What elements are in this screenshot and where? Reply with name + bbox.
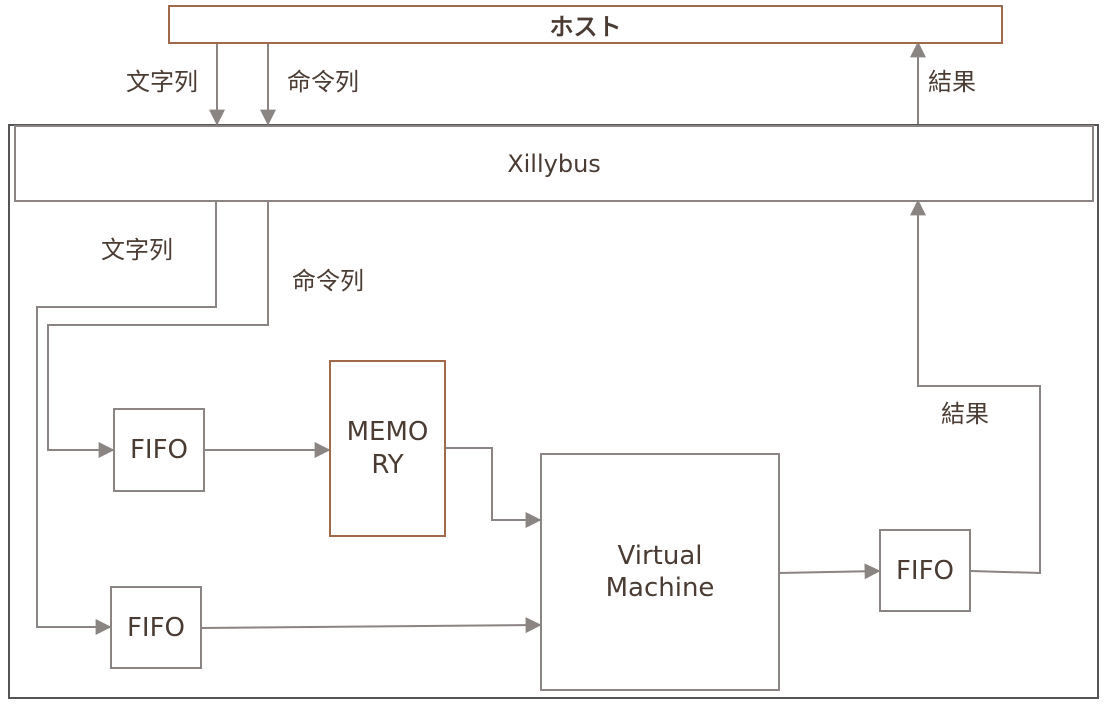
fifo-right-label: FIFO (895, 555, 955, 586)
virtual-machine-box: Virtual Machine (540, 453, 780, 691)
arrow-string-to-fifo-bottom (36, 201, 217, 635)
fifo-box-bottom: FIFO (110, 586, 202, 669)
fifo-top-label: FIFO (129, 435, 189, 465)
fifo-bottom-label: FIFO (126, 612, 186, 643)
label-string-inner: 文字列 (101, 236, 173, 264)
vm-label-line2: Machine (605, 573, 715, 603)
arrow-vm-to-fifo-right (778, 563, 881, 580)
memory-label-line2: RY (371, 449, 404, 480)
fifo-box-top: FIFO (113, 408, 205, 492)
arrow-fifo-bottom-to-vm (201, 617, 542, 634)
host-box: ホスト (168, 5, 1003, 44)
arrow-result-to-xillybus (910, 199, 1041, 575)
label-result-top: 結果 (928, 68, 976, 96)
arrow-command-to-fifo-top (47, 201, 269, 458)
label-command-inner: 命令列 (292, 267, 364, 295)
label-result-inner: 結果 (941, 400, 989, 428)
fifo-box-right: FIFO (879, 529, 971, 612)
label-command-top: 命令列 (287, 68, 359, 96)
memory-box: MEMO RY (329, 360, 446, 537)
host-label: ホスト (549, 13, 622, 41)
arrow-memory-to-vm (445, 447, 542, 528)
label-string-top: 文字列 (126, 68, 198, 96)
vm-label-line1: Virtual (617, 540, 703, 571)
xillybus-box: Xillybus (14, 125, 1094, 202)
memory-label-line1: MEMO (346, 417, 429, 447)
xillybus-label: Xillybus (507, 149, 601, 178)
